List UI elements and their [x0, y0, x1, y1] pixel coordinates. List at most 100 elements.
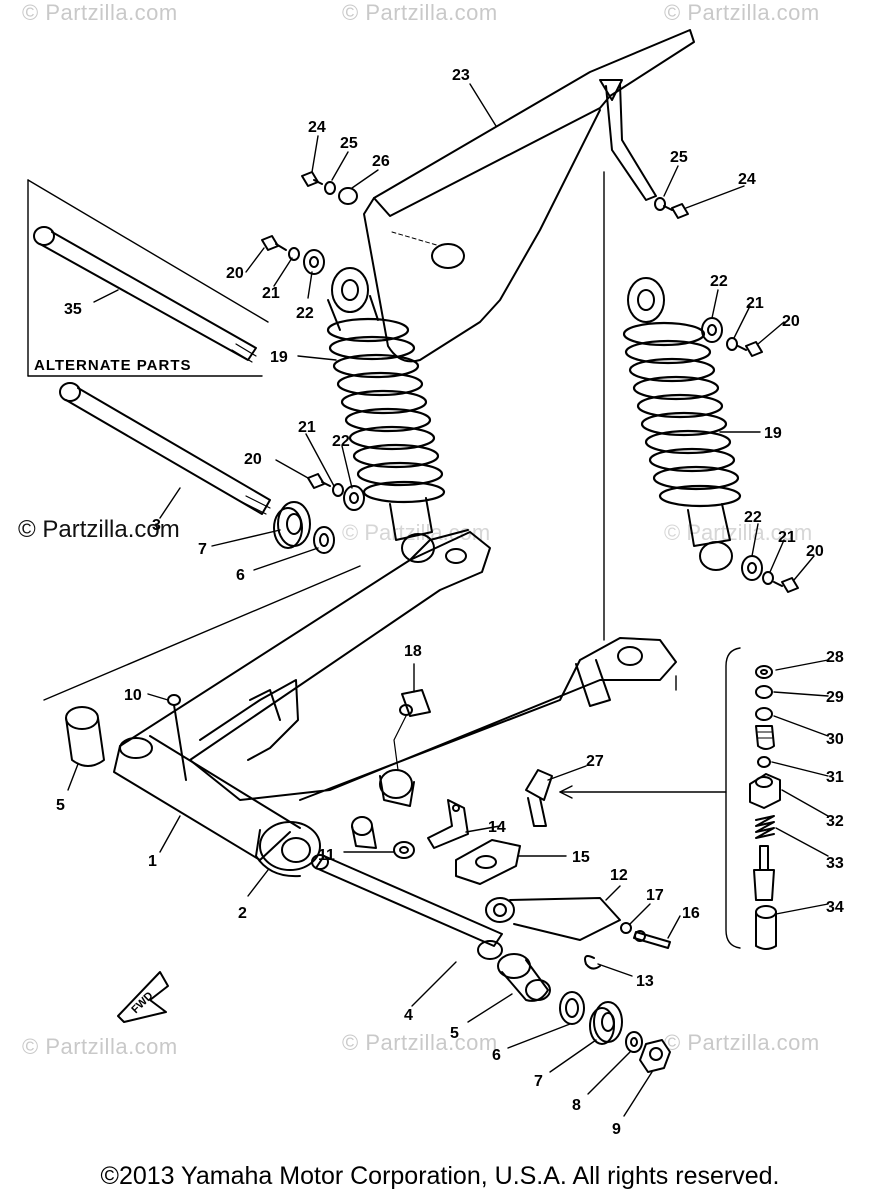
part-number-30: 30 — [826, 731, 844, 748]
washer-6-right — [559, 991, 585, 1025]
part-number-21: 21 — [746, 295, 764, 312]
spring-33 — [755, 815, 775, 839]
shock-absorber-right — [622, 277, 742, 571]
nut-32 — [749, 773, 781, 809]
part-number-31: 31 — [826, 769, 844, 786]
part-number-5: 5 — [450, 1025, 459, 1042]
washer-25-left — [324, 181, 336, 195]
part-number-6: 6 — [492, 1047, 501, 1064]
bearing-7-left — [273, 501, 311, 549]
torque-arm-12 — [485, 897, 621, 941]
watermark-middle-center: © Partzilla.com — [342, 520, 491, 545]
ring-30 — [755, 707, 775, 750]
washer-22-upper-left — [303, 249, 325, 275]
part-number-22: 22 — [332, 433, 350, 450]
part-number-21: 21 — [262, 285, 280, 302]
part-number-24: 24 — [738, 171, 756, 188]
frame-outline-lines — [27, 171, 677, 701]
part-number-20: 20 — [782, 313, 800, 330]
bolt-20-lower-right — [773, 577, 799, 593]
part-number-19: 19 — [764, 425, 782, 442]
spacer-11 — [351, 816, 377, 849]
part-number-21: 21 — [778, 529, 796, 546]
part-number-20: 20 — [226, 265, 244, 282]
part-number-9: 9 — [612, 1121, 621, 1138]
swing-arm — [113, 529, 677, 878]
plunger-34 — [753, 845, 777, 950]
bush-11 — [393, 841, 415, 859]
shock-absorber-left — [326, 267, 446, 563]
leader-lines — [67, 83, 829, 1117]
washer-22-lower-left — [343, 485, 365, 511]
nut-9 — [639, 1039, 671, 1073]
watermark-top-right: © Partzilla.com — [664, 0, 820, 25]
part-number-25: 25 — [340, 135, 358, 152]
part-number-16: 16 — [682, 905, 700, 922]
bearing-7-right — [589, 1001, 623, 1045]
part-number-12: 12 — [610, 867, 628, 884]
fwd-label: FWD — [129, 990, 155, 1016]
part-number-1: 1 — [148, 853, 157, 870]
part-number-18: 18 — [404, 643, 422, 660]
washer-22-upper-right — [701, 317, 723, 343]
part-number-34: 34 — [826, 899, 844, 916]
watermark-bottom-left: © Partzilla.com — [22, 1034, 178, 1059]
part-number-20: 20 — [806, 543, 824, 560]
copyright-footer: ©2013 Yamaha Motor Corporation, U.S.A. A… — [100, 1162, 780, 1190]
part-number-7: 7 — [198, 541, 207, 558]
part-number-21: 21 — [298, 419, 316, 436]
washer-26 — [338, 187, 358, 205]
watermark-middle-right: © Partzilla.com — [664, 520, 813, 545]
watermark-bottom-right: © Partzilla.com — [664, 1030, 820, 1055]
part-number-32: 32 — [826, 813, 844, 830]
grease-nipple-18 — [393, 689, 431, 771]
part-number-14: 14 — [488, 819, 506, 836]
bracket-14 — [427, 799, 469, 849]
part-number-10: 10 — [124, 687, 142, 704]
washer-21-upper-left — [288, 247, 300, 261]
part-number-33: 33 — [826, 855, 844, 872]
bolt-20-lower-left — [307, 473, 331, 489]
part-number-27: 27 — [586, 753, 604, 770]
washer-29 — [755, 685, 773, 699]
washer-17 — [620, 922, 632, 934]
circlip-31 — [757, 756, 771, 768]
part-number-35: 35 — [64, 301, 82, 318]
clip-13 — [584, 955, 601, 970]
part-number-22: 22 — [744, 509, 762, 526]
part-number-22: 22 — [296, 305, 314, 322]
bush-5-left — [65, 706, 105, 767]
adjuster-27 — [525, 769, 553, 827]
adjuster-bracket — [559, 647, 741, 949]
part-number-11: 11 — [318, 847, 335, 864]
part-number-6: 6 — [236, 567, 245, 584]
part-number-29: 29 — [826, 689, 844, 706]
part-number-4: 4 — [404, 1007, 413, 1024]
watermark-bottom-center: © Partzilla.com — [342, 1030, 498, 1055]
part-number-15: 15 — [572, 849, 590, 866]
part-number-26: 26 — [372, 153, 390, 170]
part-number-2: 2 — [238, 905, 247, 922]
watermark-middle-left: © Partzilla.com — [18, 516, 180, 543]
part-number-28: 28 — [826, 649, 844, 666]
part-number-7: 7 — [534, 1073, 543, 1090]
bolt-24-right — [663, 203, 689, 219]
pivot-shaft-4 — [311, 854, 503, 960]
bolt-20-upper-right — [737, 341, 763, 357]
washer-22-lower-right — [741, 555, 763, 581]
part-number-23: 23 — [452, 67, 470, 84]
rubber-damper-15 — [455, 839, 521, 885]
part-number-13: 13 — [636, 973, 654, 990]
washer-25-right — [654, 197, 666, 211]
part-number-17: 17 — [646, 887, 664, 904]
part-number-20: 20 — [244, 451, 262, 468]
bolt-16 — [633, 930, 671, 949]
nut-28 — [755, 665, 773, 679]
fwd-arrow-icon — [117, 971, 169, 1023]
pivot-shaft-3 — [59, 382, 271, 515]
part-number-19: 19 — [270, 349, 288, 366]
pivot-shaft-35 — [33, 226, 257, 363]
washer-8 — [625, 1031, 643, 1053]
part-number-24: 24 — [308, 119, 326, 136]
